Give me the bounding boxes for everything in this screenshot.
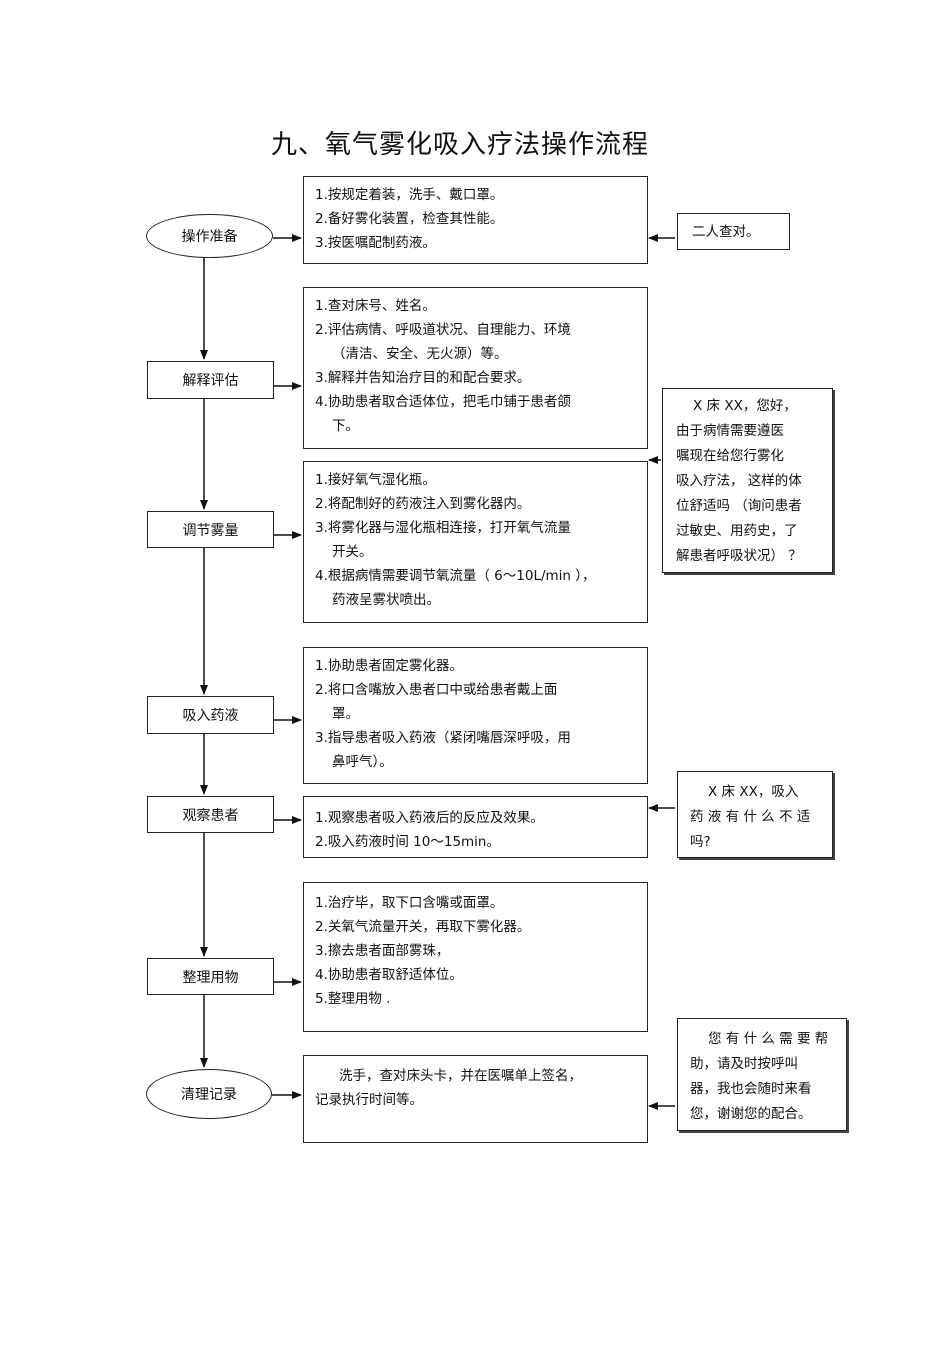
step-inhalation-label: 吸入药液 [182,708,239,724]
content-box-inhalation: 1.协助患者固定雾化器。 2.将口含嘴放入患者口中或给患者戴上面 罩。 3.指导… [303,647,648,784]
content-line: 2.吸入药液时间 10～15min。 [315,834,500,850]
content-line: 2.将口含嘴放入患者口中或给患者戴上面 [315,682,558,698]
step-observation: 观察患者 [147,796,274,833]
step-tidy-up: 整理用物 [147,958,274,995]
note-line: 嘱现在给您行雾化 [676,448,784,464]
note-box-closing: 您 有 什 么 需 要 帮 助，请及时按呼叫 器，我也会随时来看 您，谢谢您的配… [677,1018,847,1131]
content-line: 4.协助患者取合适体位，把毛巾铺于患者颌 [315,394,571,410]
content-box-tidy-up: 1.治疗毕，取下口含嘴或面罩。 2.关氧气流量开关，再取下雾化器。 3.擦去患者… [303,882,648,1032]
content-line: 4.根据病情需要调节氧流量（ 6～10L/min ）， [315,568,596,584]
note-line: 您，谢谢您的配合。 [690,1106,812,1122]
step-adjust-mist-label: 调节雾量 [182,522,239,539]
content-box-observation: 1.观察患者吸入药液后的反应及效果。 2.吸入药液时间 10～15min。 [303,796,648,858]
step-tidy-up-label: 整理用物 [182,969,239,986]
note-line: 过敏史、用药史，了 [676,523,798,539]
content-box-record: 洗手，查对床头卡，并在医嘱单上签名， 记录执行时间等。 [303,1055,648,1143]
content-line: 2.评估病情、呼吸道状况、自理能力、环境 [315,322,571,338]
content-line: 1.按规定着装，洗手、戴口罩。 [315,187,504,203]
step-inhalation: 吸入药液 [147,696,274,734]
step-preparation: 操作准备 [146,214,273,258]
note-box-discomfort-check: X 床 XX，吸入 药 液 有 什 么 不 适 吗? [677,771,833,858]
note-line: X 床 XX，吸入 [708,784,799,800]
note-line: 吗? [690,834,711,850]
note-line: 解患者呼吸状况） ？ [676,548,802,564]
content-line: 药液呈雾状喷出。 [332,592,440,608]
content-line: 洗手，查对床头卡，并在医嘱单上签名， [339,1068,582,1084]
content-line: 5.整理用物 . [315,991,391,1007]
content-box-preparation: 1.按规定着装，洗手、戴口罩。 2.备好雾化装置，检查其性能。 3.按医嘱配制药… [303,176,648,264]
note-box-double-check: 二人查对。 [677,213,790,250]
content-line: 下。 [332,418,359,434]
step-observation-label: 观察患者 [182,807,239,824]
content-line: 2.备好雾化装置，检查其性能。 [315,211,504,227]
content-line: 1.治疗毕，取下口含嘴或面罩。 [315,895,504,911]
note-line: X 床 XX，您好， [693,398,797,414]
step-preparation-label: 操作准备 [181,229,238,245]
step-adjust-mist: 调节雾量 [147,511,274,548]
step-record-label: 清理记录 [181,1087,237,1103]
content-line: 1.观察患者吸入药液后的反应及效果。 [315,810,544,826]
content-line: 1.查对床号、姓名。 [315,298,436,314]
content-box-assessment: 1.查对床号、姓名。 2.评估病情、呼吸道状况、自理能力、环境 （清洁、安全、无… [303,287,648,449]
note-line: 器，我也会随时来看 [690,1081,812,1097]
content-line: 3.指导患者吸入药液（紧闭嘴唇深呼吸，用 [315,730,571,746]
content-line: 罩。 [332,706,359,722]
note-line: 助，请及时按呼叫 [690,1056,798,1072]
note-line: 药 液 有 什 么 不 适 [690,809,811,825]
note-line: 由于病情需要遵医 [676,423,784,439]
page-title: 九、氧气雾化吸入疗法操作流程 [270,130,649,160]
note-line: 二人查对。 [692,224,760,240]
step-assessment: 解释评估 [147,361,274,399]
content-line: 3.擦去患者面部雾珠， [315,943,450,959]
content-line: 3.按医嘱配制药液。 [315,235,436,251]
content-line: 记录执行时间等。 [315,1092,423,1108]
content-box-adjust-mist: 1.接好氧气湿化瓶。 2.将配制好的药液注入到雾化器内。 3.将雾化器与湿化瓶相… [303,461,648,623]
note-line: 您 有 什 么 需 要 帮 [708,1031,829,1047]
content-line: 开关。 [332,544,373,560]
note-line: 位舒适吗 （询问患者 [676,498,802,514]
content-line: （清洁、安全、无火源）等。 [332,346,508,362]
content-line: 1.接好氧气湿化瓶。 [315,472,436,488]
step-assessment-label: 解释评估 [182,373,239,389]
note-box-greeting: X 床 XX，您好， 由于病情需要遵医 嘱现在给您行雾化 吸入疗法， 这样的体 … [662,388,833,573]
content-line: 鼻呼气）。 [332,754,393,770]
content-line: 3.将雾化器与湿化瓶相连接，打开氧气流量 [315,520,571,536]
note-line: 吸入疗法， 这样的体 [676,473,802,489]
content-line: 2.将配制好的药液注入到雾化器内。 [315,496,531,512]
content-line: 3.解释并告知治疗目的和配合要求。 [315,370,531,386]
step-record: 清理记录 [146,1069,272,1119]
content-line: 1.协助患者固定雾化器。 [315,658,463,674]
content-line: 4.协助患者取舒适体位。 [315,967,463,983]
content-line: 2.关氧气流量开关，再取下雾化器。 [315,919,531,935]
